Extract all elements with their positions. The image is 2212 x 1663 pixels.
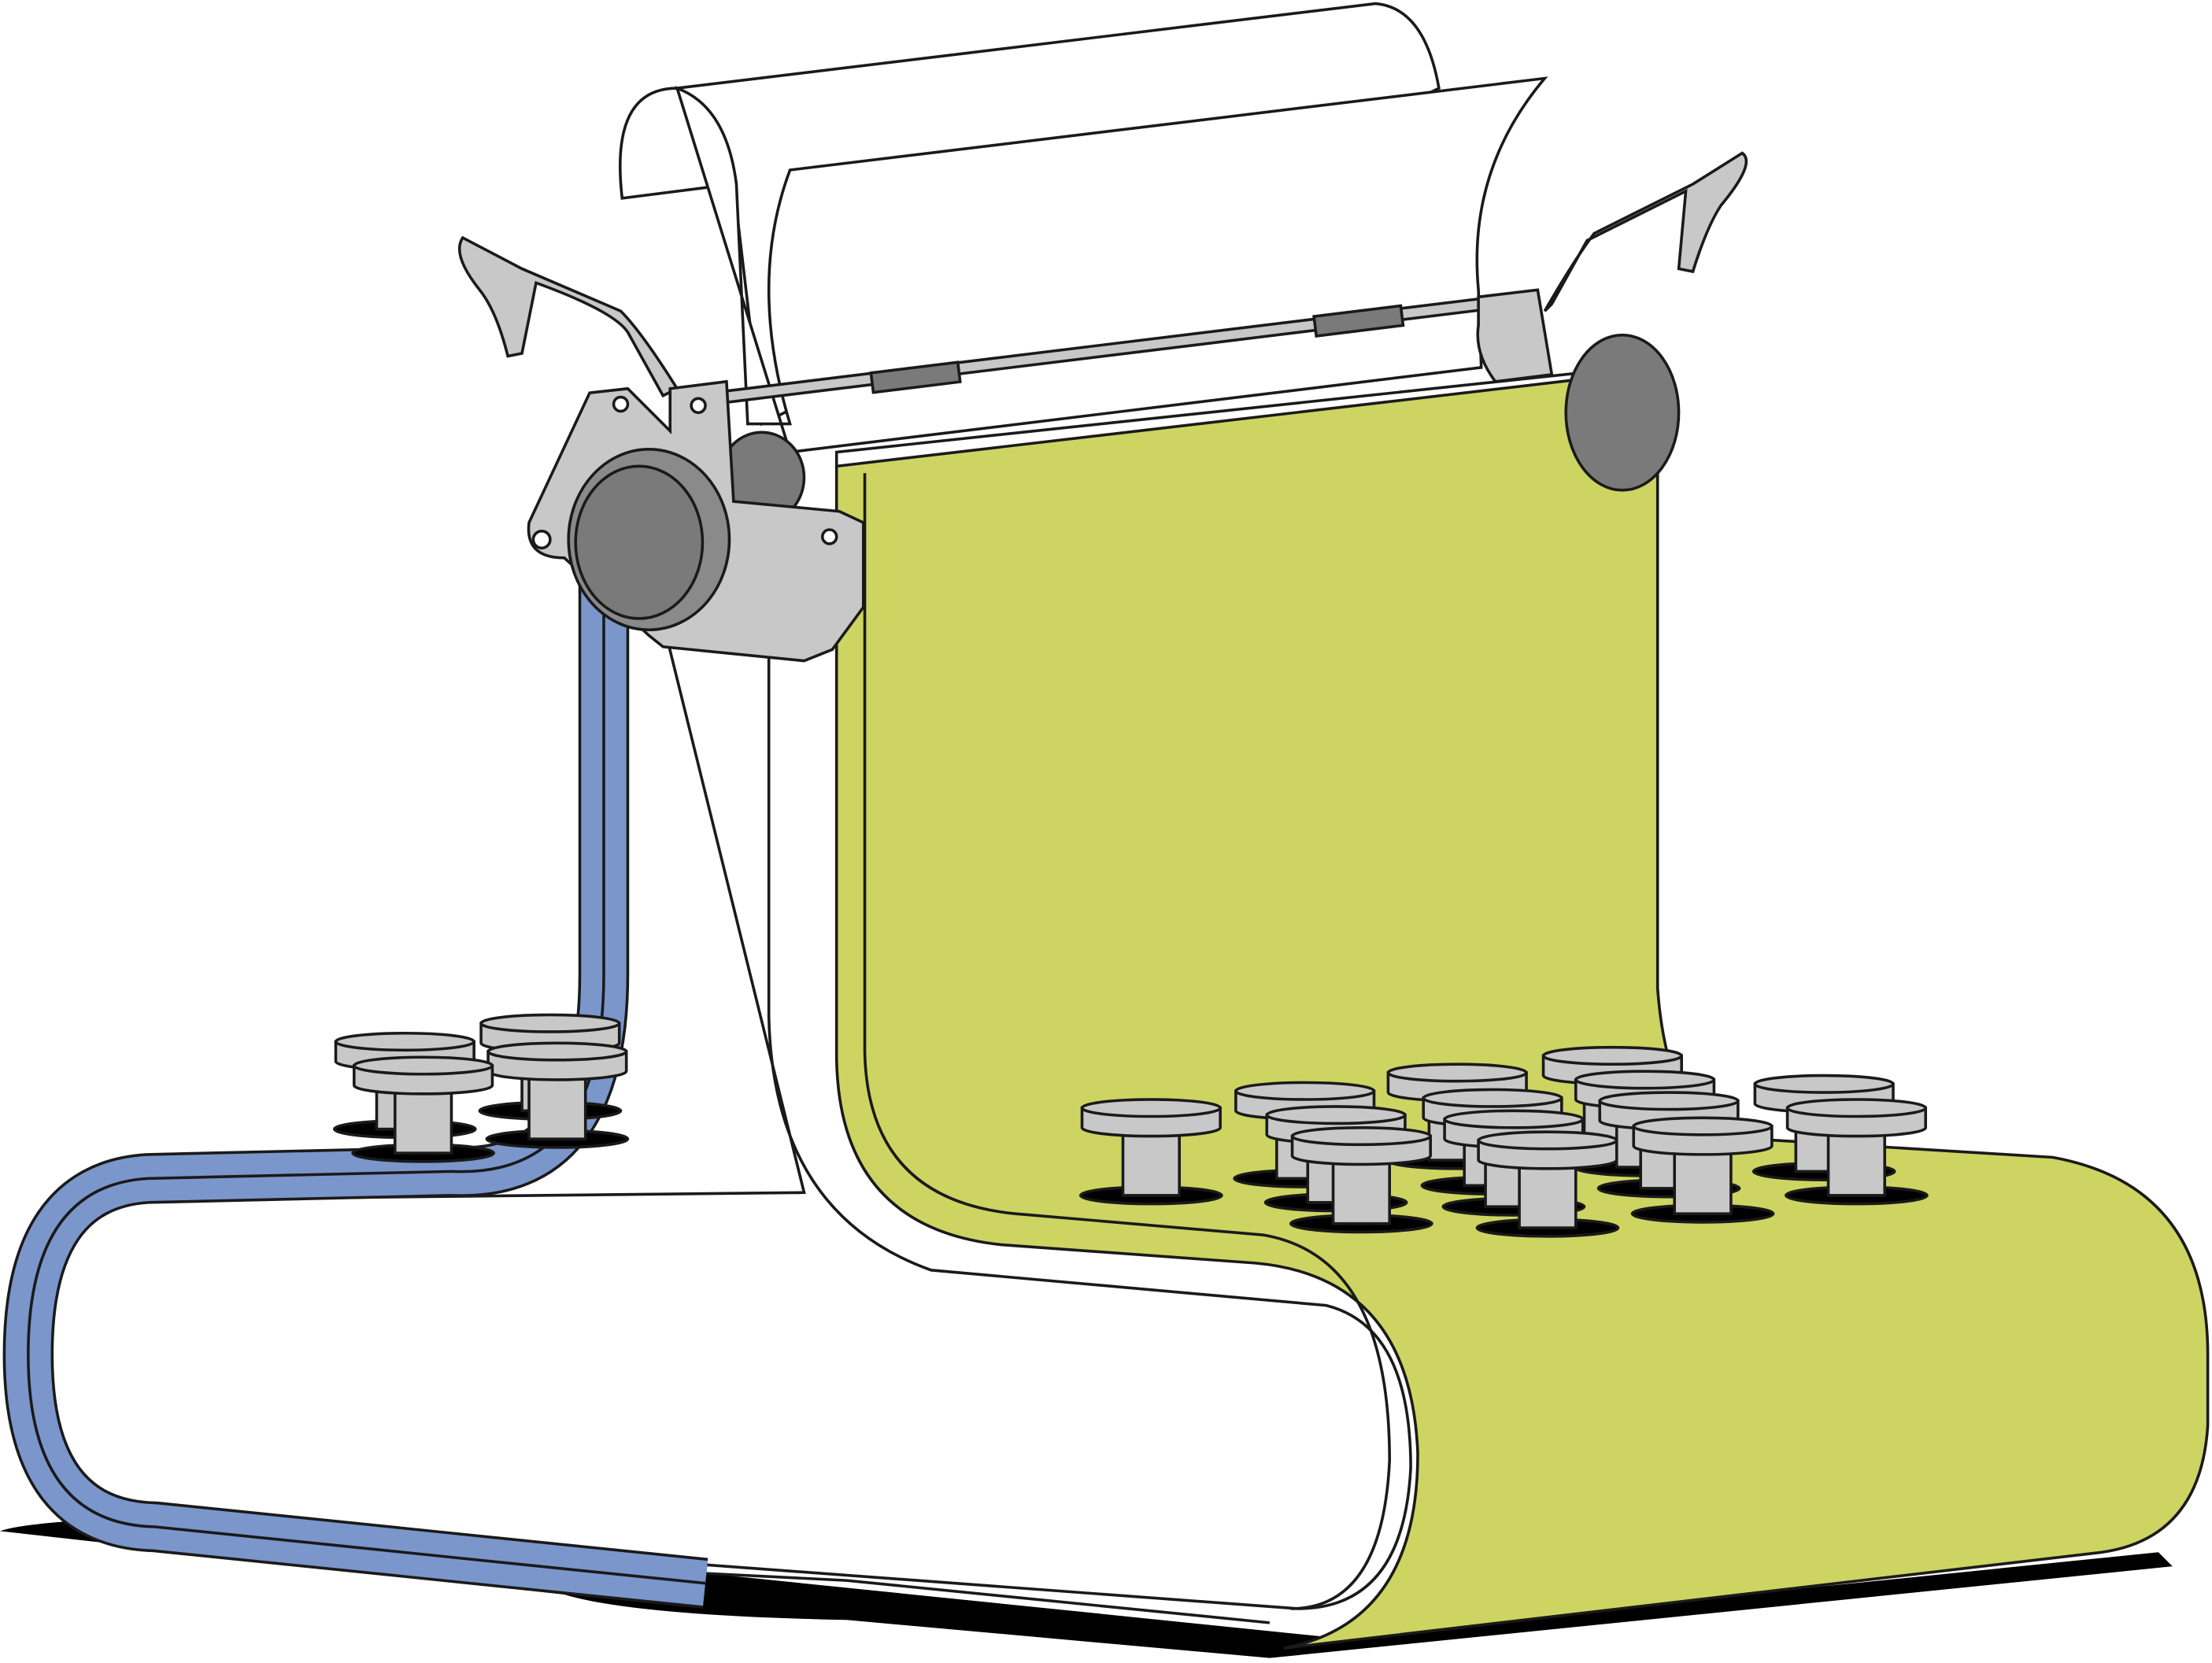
key[interactable]	[1475, 1130, 1620, 1238]
key[interactable]	[351, 1055, 496, 1163]
paper-guide-arms	[458, 151, 1748, 398]
green-panel	[705, 363, 2210, 1650]
key[interactable]	[1784, 1098, 1929, 1206]
key[interactable]	[485, 1041, 630, 1149]
key[interactable]	[1078, 1098, 1223, 1206]
left-knob[interactable]	[567, 448, 731, 632]
keyboard-keys	[332, 1013, 1929, 1238]
right-knob[interactable]	[1476, 288, 1681, 492]
paper-sheets	[619, 2, 1548, 454]
key[interactable]	[1289, 1126, 1433, 1234]
key[interactable]	[1630, 1116, 1775, 1224]
carriage-rod	[670, 294, 1514, 410]
